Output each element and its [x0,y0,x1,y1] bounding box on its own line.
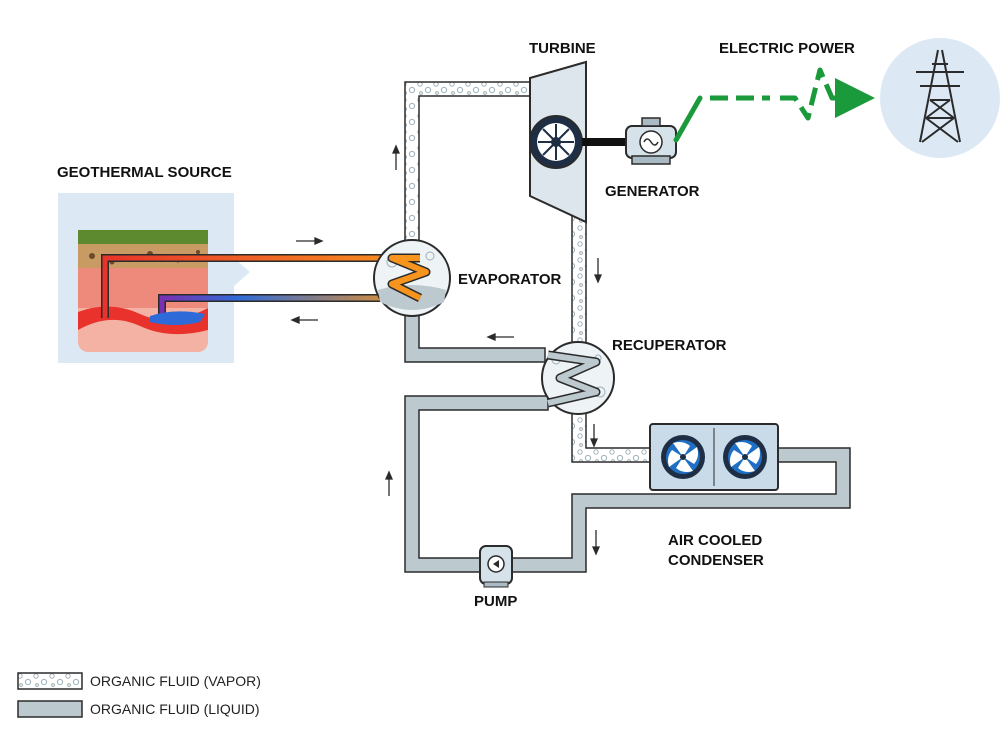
turbine-shaft [582,138,626,146]
legend: ORGANIC FLUID (VAPOR) ORGANIC FLUID (LIQ… [17,672,261,718]
label-pump: PUMP [474,593,517,610]
flow-arrows [290,144,602,556]
arrow-down-icon [590,424,598,448]
label-electric-power: ELECTRIC POWER [719,40,855,57]
turbine-icon [529,115,583,169]
evaporator [373,239,451,317]
label-geothermal-source: GEOTHERMAL SOURCE [57,164,232,181]
recuperator [541,341,615,415]
source-panel-pointer [234,258,250,286]
pump-icon [479,545,513,588]
label-recuperator: RECUPERATOR [612,337,727,354]
fan-icon [661,435,705,479]
generator-icon [625,117,677,165]
geothermal-source [58,193,250,363]
electric-power-line [673,70,860,143]
legend-vapor-label: ORGANIC FLUID (VAPOR) [90,673,261,689]
fan-icon [723,435,767,479]
geothermal-loop [101,254,420,325]
ground-layers [78,230,208,352]
label-evaporator: EVAPORATOR [458,271,562,288]
arrow-left-icon [486,333,514,341]
vapor-pipe-to-turbine [404,81,541,251]
pylon [880,38,1000,158]
cold-water-pool [150,311,205,325]
arrow-up-icon [392,144,400,170]
arrow-right-icon [296,237,324,245]
liquid-pipe-recuperator-to-pump [404,395,549,573]
vapor-pipe-recuperator-to-condenser [571,407,651,463]
arrow-down-icon [592,530,600,556]
turbine [529,60,626,224]
arrow-left-icon [290,316,318,324]
liquid-pipe-recuperator-to-evaporator [404,311,546,363]
label-generator: GENERATOR [605,183,700,200]
air-cooled-condenser [649,423,779,491]
label-condenser-line1: AIR COOLED [668,532,762,549]
legend-liquid-swatch [17,700,83,718]
label-condenser-line2: CONDENSER [668,552,764,569]
legend-vapor-swatch [17,672,83,690]
transmission-tower-icon [916,49,964,143]
legend-liquid-label: ORGANIC FLUID (LIQUID) [90,701,260,717]
arrow-up-icon [385,470,393,496]
label-turbine: TURBINE [529,40,596,57]
arrow-down-icon [594,258,602,284]
